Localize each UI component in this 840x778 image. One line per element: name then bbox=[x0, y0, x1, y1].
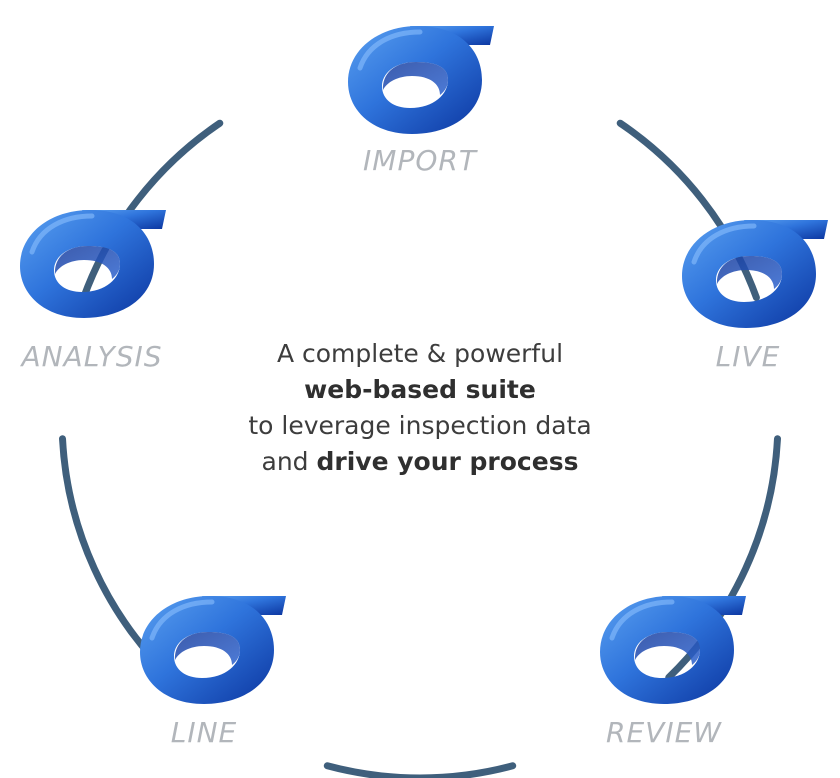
tagline-line-3: to leverage inspection data bbox=[248, 411, 592, 440]
node-label-line: LINE bbox=[170, 716, 238, 749]
sigma-logo-icon-line bbox=[140, 596, 286, 704]
node-label-analysis: ANALYSIS bbox=[21, 340, 163, 373]
node-label-import: IMPORT bbox=[363, 144, 477, 177]
node-label-review: REVIEW bbox=[606, 716, 722, 749]
tagline-bold-process: drive your process bbox=[316, 447, 579, 476]
arc-import-live bbox=[616, 119, 760, 302]
tagline-line-1: A complete & powerful bbox=[276, 339, 564, 368]
sigma-logo-icon-analysis bbox=[20, 210, 166, 318]
sigma-logo-icon-review bbox=[600, 596, 746, 704]
center-tagline: A complete & powerful web-based suite to… bbox=[175, 336, 665, 480]
sigma-logo-icon-live bbox=[682, 220, 828, 328]
node-label-live: LIVE bbox=[715, 340, 781, 373]
arc-analysis-import bbox=[80, 119, 224, 302]
tagline-line-4: and drive your process bbox=[175, 444, 665, 480]
tagline-line-2: web-based suite bbox=[175, 372, 665, 408]
tagline-and: and bbox=[261, 447, 317, 476]
tagline-bold-suite: web-based suite bbox=[304, 375, 536, 404]
sigma-logo-icon-import bbox=[348, 26, 494, 134]
arc-review-line bbox=[323, 762, 517, 778]
